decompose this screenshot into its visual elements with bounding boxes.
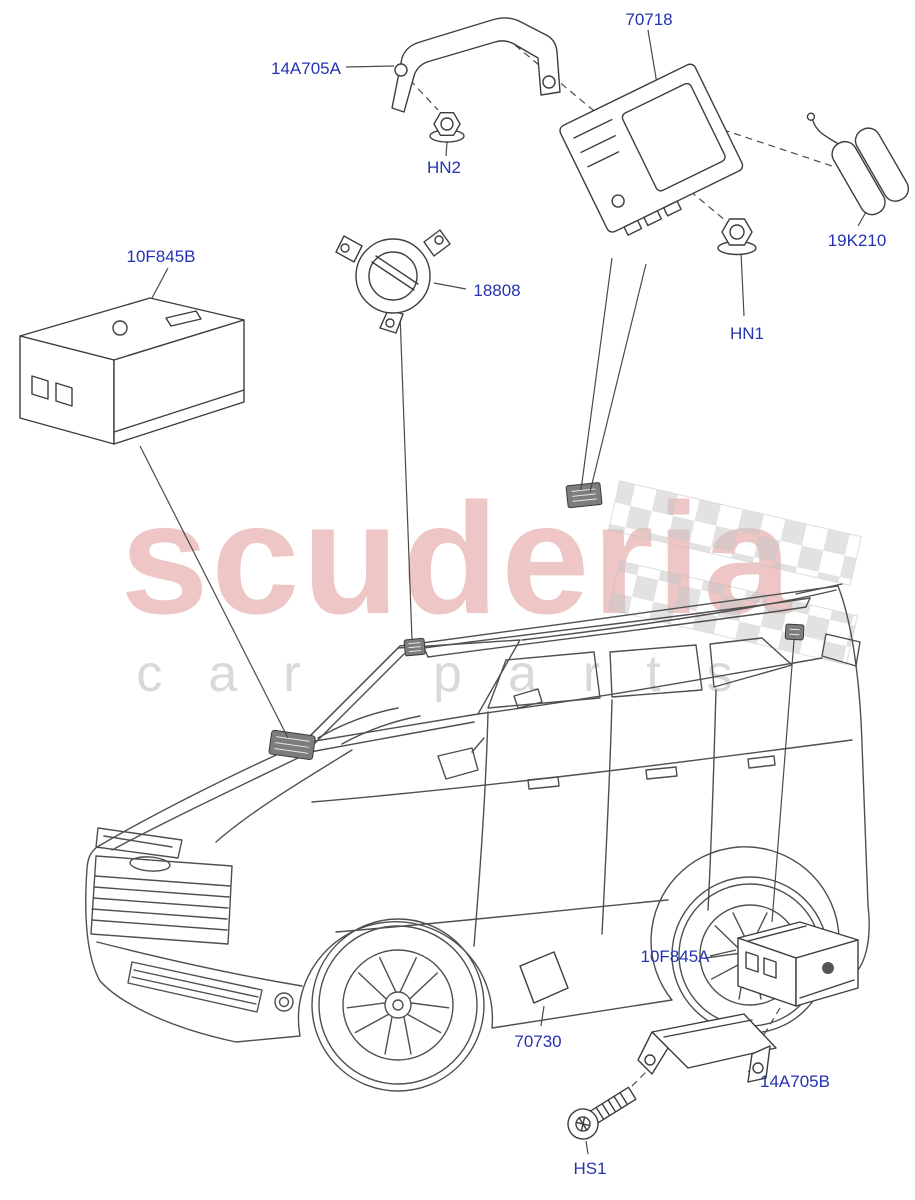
roof-antenna-unit <box>565 482 603 509</box>
bracket-14A705B-illustration <box>637 1013 777 1083</box>
hood-antenna-unit <box>268 729 316 761</box>
part-label-HN2[interactable]: HN2 <box>426 158 462 177</box>
screw-HS1-illustration <box>567 1086 637 1140</box>
pad-70730-illustration <box>519 951 569 1004</box>
part-label-70718[interactable]: 70718 <box>625 10 673 29</box>
part-label-HN1[interactable]: HN1 <box>729 324 765 343</box>
module-10F845A-illustration <box>737 921 859 1007</box>
vehicle-mounted-units <box>268 482 805 761</box>
part-label-14A705A[interactable]: 14A705A <box>271 59 341 78</box>
module-10F845B-illustration <box>19 297 245 445</box>
rear-roof-antenna-unit <box>784 623 805 641</box>
nut-HN2-illustration <box>429 112 465 143</box>
nut-HN1-illustration <box>717 218 757 256</box>
roof-front-sensor-unit <box>403 637 426 657</box>
part-label-14A705B[interactable]: 14A705B <box>760 1072 830 1091</box>
part-label-19K210[interactable]: 19K210 <box>827 231 887 250</box>
vehicle-illustration <box>85 583 870 1092</box>
part-label-10F845A[interactable]: 10F845A <box>640 947 710 966</box>
checkered-flag-decoration <box>607 480 862 666</box>
module-70718-illustration <box>559 63 744 236</box>
part-label-70730[interactable]: 70730 <box>514 1032 562 1051</box>
part-label-18808[interactable]: 18808 <box>473 281 521 300</box>
bracket-14A705A-illustration <box>391 17 561 113</box>
part-label-HS1[interactable]: HS1 <box>573 1159 607 1178</box>
antenna-18808-illustration <box>335 229 451 334</box>
part-illustrations <box>19 17 910 1140</box>
part-label-10F845B[interactable]: 10F845B <box>126 247 196 266</box>
front-wheel <box>311 918 485 1092</box>
battery-19K210-illustration <box>806 112 910 216</box>
